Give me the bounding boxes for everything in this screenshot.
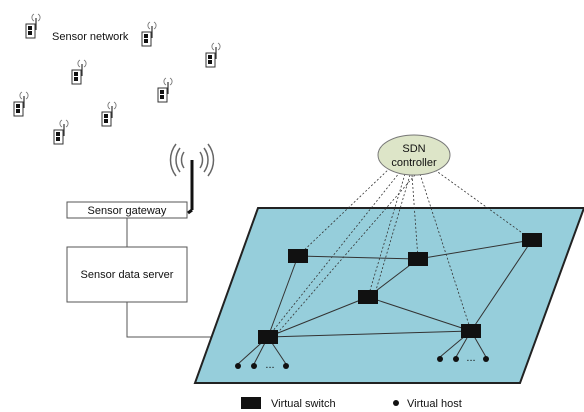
virtual-host-icon — [453, 356, 459, 362]
virtual-switches — [258, 233, 542, 344]
virtual-switch-icon — [288, 249, 308, 263]
sensor-network-label: Sensor network — [52, 31, 129, 43]
legend-virtual-host-label: Virtual host — [407, 398, 462, 410]
sensor-node-icon — [205, 42, 221, 68]
sensor-node-icon — [157, 77, 173, 103]
sensor-data-server-label: Sensor data server — [81, 269, 174, 281]
sensor-node-icon — [13, 91, 29, 117]
sdn-controller-label-line1: SDN — [402, 143, 425, 155]
switch-links — [267, 239, 533, 338]
virtual-switch-icon — [461, 324, 481, 338]
sensor-node-icon — [71, 59, 87, 85]
virtual-switch-icon — [408, 252, 428, 266]
sensor-node-icon — [101, 101, 117, 127]
sensor-node-icon — [141, 21, 157, 47]
virtual-host-icon — [251, 363, 257, 369]
virtual-switch-icon — [522, 233, 542, 247]
legend-virtual-host-icon — [393, 400, 399, 406]
controller-links — [267, 167, 533, 338]
host-ellipsis-right: ... — [466, 352, 475, 364]
sensor-network — [13, 13, 221, 145]
sdn-controller-label-line2: controller — [391, 157, 437, 169]
virtual-host-icon — [283, 363, 289, 369]
virtual-host-icon — [437, 356, 443, 362]
sensor-node-icon — [53, 119, 69, 145]
virtual-host-icon — [235, 363, 241, 369]
host-ellipsis-left: ... — [265, 359, 274, 371]
legend: Virtual switch Virtual host — [241, 397, 462, 410]
virtual-host-icon — [483, 356, 489, 362]
sensor-gateway-label: Sensor gateway — [88, 205, 167, 217]
virtual-switch-icon — [258, 330, 278, 344]
sdn-controller — [377, 134, 451, 176]
virtual-switch-icon — [358, 290, 378, 304]
legend-virtual-switch-icon — [241, 397, 261, 409]
sensor-node-icon — [25, 13, 41, 39]
legend-virtual-switch-label: Virtual switch — [271, 398, 336, 410]
virtual-hosts — [235, 356, 489, 369]
sensor-data-server-box — [66, 246, 188, 303]
antenna-icon — [169, 143, 215, 215]
